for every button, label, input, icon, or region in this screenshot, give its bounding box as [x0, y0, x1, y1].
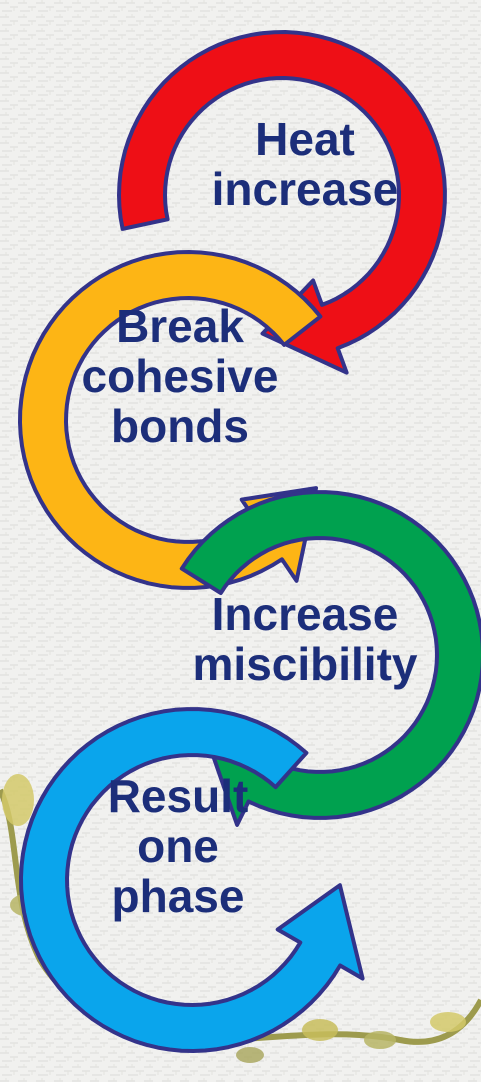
step-label-line: Increase — [212, 588, 399, 640]
step-label-line: increase — [212, 163, 399, 215]
step-label-line: Result — [108, 770, 249, 822]
step-label-line: cohesive — [82, 350, 279, 402]
circular-arrow-result-one-phase — [19, 707, 365, 1053]
step-label-line: Heat — [255, 113, 355, 165]
step-label-line: Break — [116, 300, 244, 352]
step-label-line: one — [137, 820, 219, 872]
step-label-line: miscibility — [193, 638, 418, 690]
step-label-line: phase — [112, 870, 245, 922]
step-label-line: bonds — [111, 400, 249, 452]
circular-arrow-break-cohesive-bonds — [18, 250, 323, 590]
